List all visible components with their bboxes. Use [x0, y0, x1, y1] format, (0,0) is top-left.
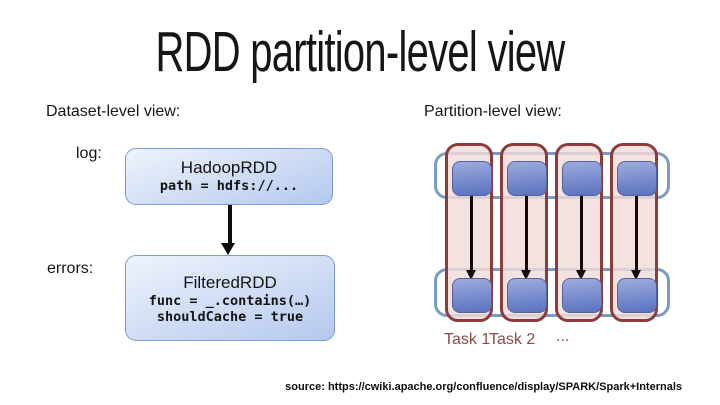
slide-title: RDD partition-level view: [155, 20, 566, 84]
dataset-view-heading: Dataset-level view:: [46, 103, 181, 120]
output-partition-1: [452, 278, 492, 313]
hadoop-rdd-box: HadoopRDD path = hdfs://...: [125, 148, 333, 205]
filtered-rdd-code-line2: shouldCache = true: [156, 309, 304, 325]
task-outline-4: [610, 143, 658, 322]
task-outline-1: [445, 143, 493, 322]
hadoop-rdd-code: path = hdfs://...: [159, 178, 299, 194]
task-1-label: Task 1: [444, 331, 491, 348]
input-partition-1: [452, 161, 492, 196]
hadoop-rdd-name: HadoopRDD: [180, 158, 278, 177]
partition-arrow-head-4: [631, 270, 641, 280]
partition-arrow-line-2: [525, 196, 528, 271]
filtered-rdd-box: FilteredRDD func = _.contains(…) shouldC…: [125, 255, 335, 341]
errors-label: errors:: [47, 260, 94, 277]
partition-arrow-line-3: [580, 196, 583, 271]
source-attribution: source: https://cwiki.apache.org/conflue…: [285, 381, 682, 393]
input-partition-2: [507, 161, 547, 196]
output-partition-3: [562, 278, 602, 313]
filtered-rdd-name: FilteredRDD: [183, 273, 277, 292]
partition-arrow-head-1: [466, 270, 476, 280]
partition-arrow-line-4: [635, 196, 638, 271]
partition-view-heading: Partition-level view:: [424, 103, 562, 120]
filtered-rdd-code-line1: func = _.contains(…): [148, 293, 312, 309]
tasks-ellipsis-label: ...: [556, 328, 570, 345]
task-outline-2: [500, 143, 548, 322]
partition-diagram: [434, 143, 670, 322]
input-partition-3: [562, 161, 602, 196]
output-partition-4: [617, 278, 657, 313]
partition-arrow-head-2: [521, 270, 531, 280]
lineage-arrow-line: [228, 205, 232, 244]
input-partition-4: [617, 161, 657, 196]
partition-arrow-line-1: [470, 196, 473, 271]
task-2-label: Task 2: [489, 331, 536, 348]
lineage-arrow-head: [221, 243, 235, 255]
partition-arrow-head-3: [576, 270, 586, 280]
output-partition-2: [507, 278, 547, 313]
log-label: log:: [76, 145, 102, 162]
rdd-partitions-container-bottom: [434, 268, 670, 317]
rdd-partitions-container-top: [434, 152, 670, 199]
task-outline-3: [555, 143, 603, 322]
